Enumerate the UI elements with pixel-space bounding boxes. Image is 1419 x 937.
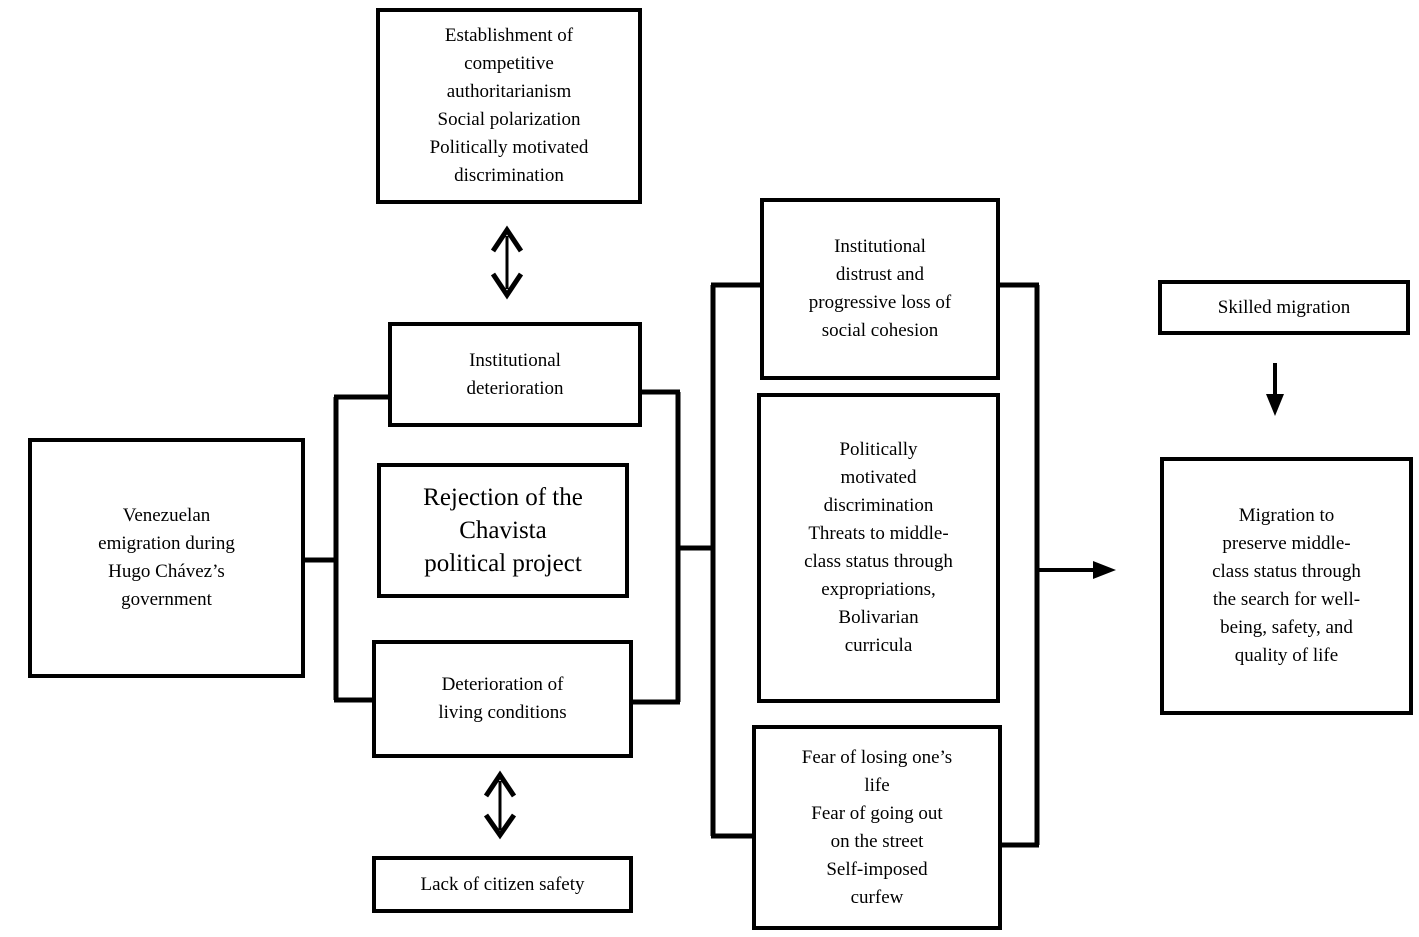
box-venezuelan-emigration: Venezuelan emigration during Hugo Chávez… (28, 438, 305, 678)
arrow-head-down (490, 272, 524, 300)
box-deterioration-living-conditions: Deterioration of living conditions (372, 640, 633, 758)
box-fear: Fear of losing one’s life Fear of going … (752, 725, 1002, 930)
box-institutional-deterioration: Institutional deterioration (388, 322, 642, 427)
arrow-skilled-to-migration (1266, 363, 1284, 416)
box-rejection-chavista-project: Rejection of the Chavista political proj… (377, 463, 629, 598)
bracket-lines (303, 282, 1040, 848)
box-top-factors: Establishment of competitive authoritari… (376, 8, 642, 204)
arrow-rightgroup-to-migration (1037, 561, 1116, 579)
arrow-head-down (1266, 394, 1284, 416)
box-lack-citizen-safety: Lack of citizen safety (372, 856, 633, 913)
box-institutional-distrust: Institutional distrust and progressive l… (760, 198, 1000, 380)
double-arrow-bottom (483, 770, 517, 840)
box-political-discrimination: Politically motivated discrimination Thr… (757, 393, 1000, 703)
box-skilled-migration: Skilled migration (1158, 280, 1410, 335)
arrow-head-down (483, 813, 517, 840)
double-arrow-top (490, 225, 524, 300)
arrow-head-right (1093, 561, 1116, 579)
box-migration-outcome: Migration to preserve middle- class stat… (1160, 457, 1413, 715)
arrow-head-up (490, 225, 524, 253)
arrow-head-up (483, 770, 517, 798)
